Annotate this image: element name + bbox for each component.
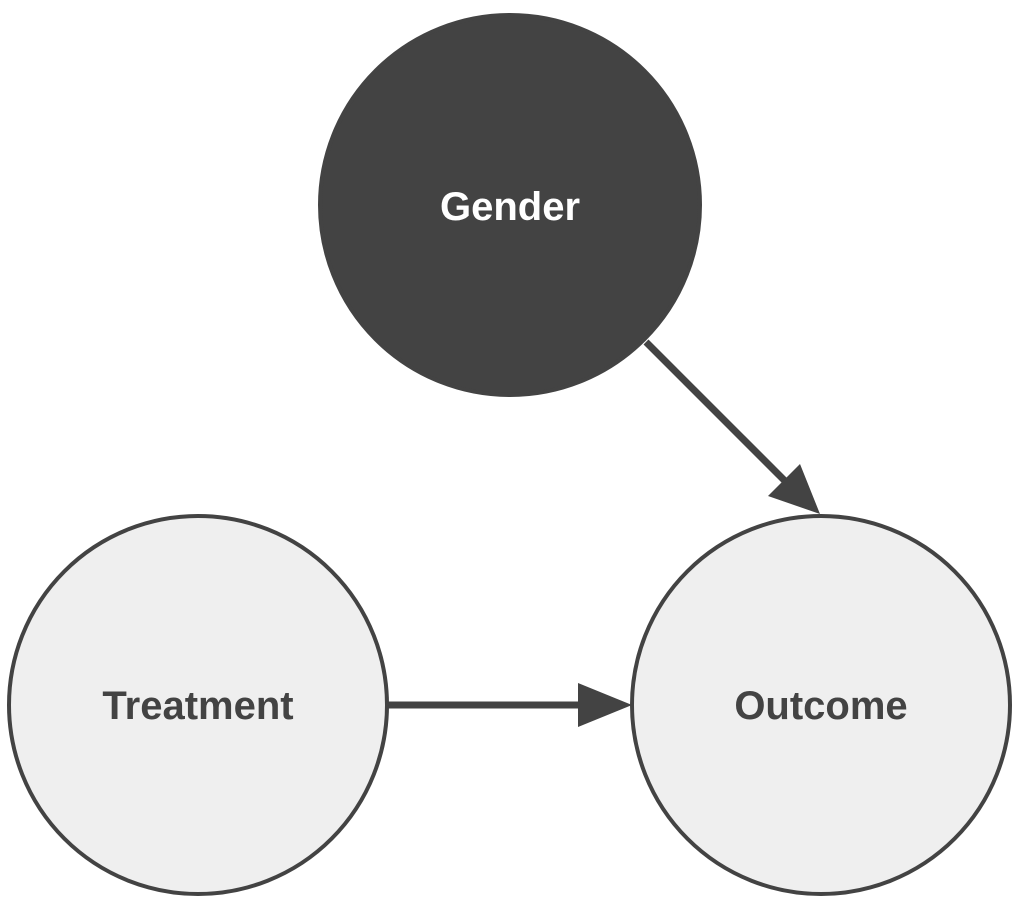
node-treatment-circle xyxy=(7,514,389,896)
arrowhead-gender-outcome xyxy=(768,464,820,514)
arrowhead-treatment-outcome xyxy=(578,683,632,727)
node-outcome-label: Outcome xyxy=(734,684,907,728)
node-treatment-label: Treatment xyxy=(102,684,293,728)
edge-line-gender-outcome xyxy=(643,339,789,485)
node-outcome: Outcome xyxy=(630,514,1012,896)
node-gender-circle xyxy=(318,13,702,397)
node-gender-label: Gender xyxy=(440,185,580,229)
node-outcome-circle xyxy=(630,514,1012,896)
node-gender: Gender xyxy=(318,13,702,397)
edge-gender-to-outcome xyxy=(643,339,820,514)
node-treatment: Treatment xyxy=(7,514,389,896)
edge-treatment-to-outcome xyxy=(388,683,632,727)
